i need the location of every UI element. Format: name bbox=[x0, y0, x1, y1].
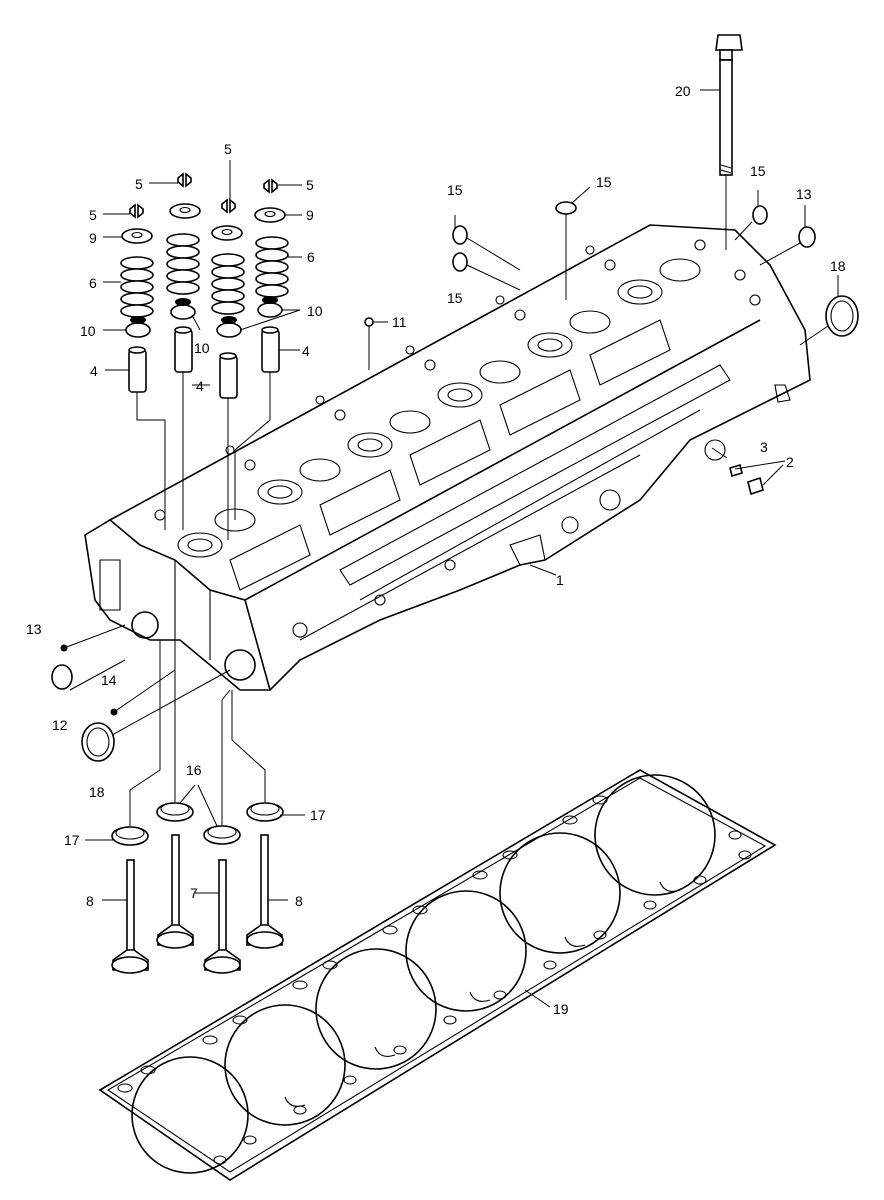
callout-13b: 13 bbox=[796, 186, 812, 202]
callout-6a: 6 bbox=[89, 275, 97, 291]
callout-10c: 10 bbox=[307, 303, 323, 319]
spring-retainer[interactable] bbox=[121, 203, 286, 244]
callout-11: 11 bbox=[392, 314, 407, 330]
callout-15d: 15 bbox=[750, 163, 766, 179]
guide-leaders bbox=[136, 372, 271, 540]
callout-9a: 9 bbox=[89, 230, 97, 246]
cylinder-head[interactable] bbox=[84, 224, 811, 691]
head-gasket[interactable] bbox=[98, 769, 777, 1181]
callout-4c: 4 bbox=[302, 343, 310, 359]
valve-spring[interactable] bbox=[120, 233, 289, 318]
callout-8b: 8 bbox=[295, 893, 303, 909]
callout-17b: 17 bbox=[310, 807, 326, 823]
callout-13a: 13 bbox=[26, 621, 42, 637]
callout-18b: 18 bbox=[89, 784, 105, 800]
callout-4a: 4 bbox=[90, 363, 98, 379]
callout-10a: 10 bbox=[80, 323, 96, 339]
callout-16: 16 bbox=[186, 762, 202, 778]
callout-8a: 8 bbox=[86, 893, 94, 909]
callout-2: 2 bbox=[786, 454, 794, 470]
seat-leaders bbox=[129, 640, 266, 826]
callout-20: 20 bbox=[675, 83, 691, 99]
valve-seat-insert[interactable] bbox=[111, 802, 284, 846]
callout-5a: 5 bbox=[135, 176, 143, 192]
callout-5d: 5 bbox=[306, 177, 314, 193]
small-plugs[interactable] bbox=[60, 317, 764, 716]
valve-keeper[interactable] bbox=[129, 172, 278, 219]
callout-3: 3 bbox=[760, 439, 768, 455]
callout-17a: 17 bbox=[64, 832, 80, 848]
callout-7: 7 bbox=[190, 885, 198, 901]
callout-12: 12 bbox=[52, 717, 68, 733]
callout-6b: 6 bbox=[307, 249, 315, 265]
callout-15b: 15 bbox=[447, 290, 463, 306]
callout-19: 19 bbox=[553, 1001, 569, 1017]
callout-14: 14 bbox=[101, 672, 117, 688]
callout-leaders bbox=[63, 89, 839, 1008]
callout-1: 1 bbox=[556, 572, 564, 588]
head-bolt[interactable] bbox=[715, 34, 743, 250]
callout-15c: 15 bbox=[596, 174, 612, 190]
callout-4b: 4 bbox=[196, 378, 204, 394]
expansion-plug[interactable] bbox=[81, 295, 859, 762]
callout-5c: 5 bbox=[224, 141, 232, 157]
callout-18a: 18 bbox=[830, 258, 846, 274]
callout-5b: 5 bbox=[89, 207, 97, 223]
valve[interactable] bbox=[111, 834, 284, 974]
callout-10b: 10 bbox=[194, 340, 210, 356]
callout-15a: 15 bbox=[447, 182, 463, 198]
callout-9b: 9 bbox=[306, 207, 314, 223]
valve-guide[interactable] bbox=[128, 326, 280, 399]
callout-labels: 1 2 3 4 4 4 5 5 5 5 6 6 7 8 8 9 9 10 10 … bbox=[26, 83, 846, 1017]
o-rings[interactable] bbox=[51, 201, 816, 690]
